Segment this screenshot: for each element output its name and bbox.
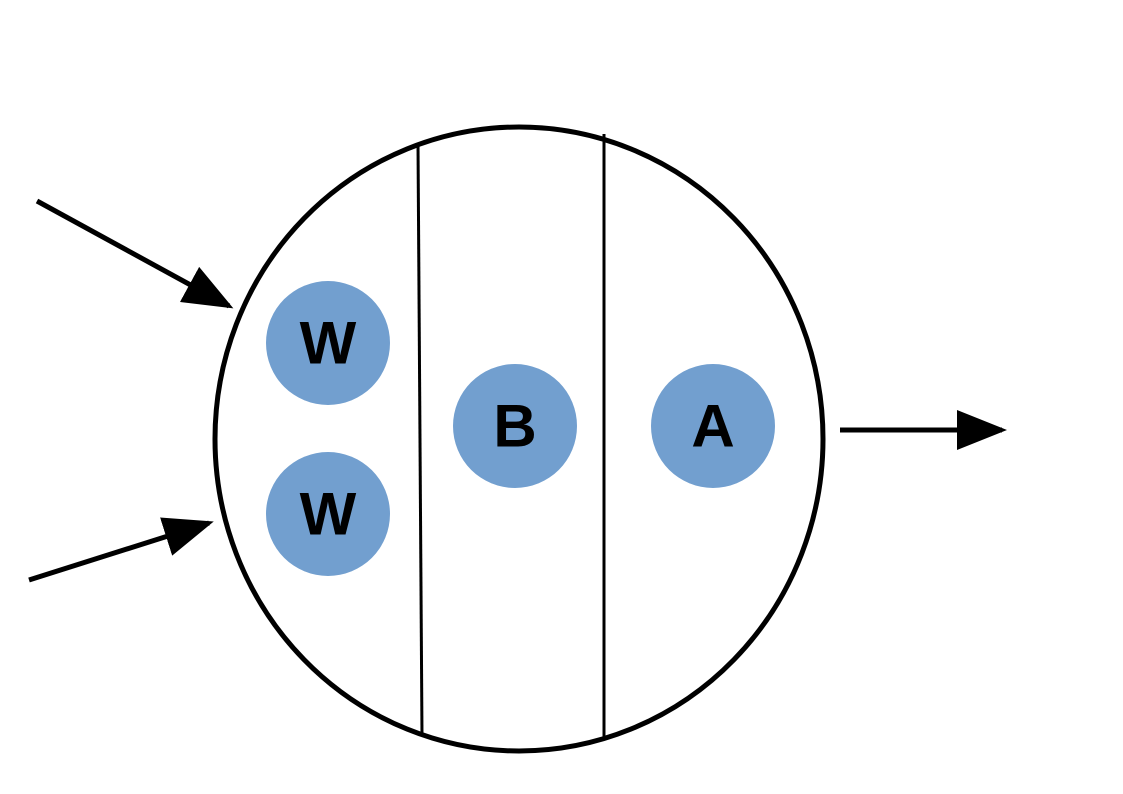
node-a-label: A [691, 393, 734, 460]
node-b: B [453, 364, 577, 488]
node-b-circle [453, 364, 577, 488]
outer-circle [212, 124, 826, 754]
node-w-bottom: W [266, 452, 390, 576]
node-b-label: B [493, 393, 536, 460]
divider-left [416, 143, 424, 737]
node-w-bottom-label: W [300, 481, 357, 548]
node-w-top-label: W [300, 310, 357, 377]
input-arrow-bottom [28, 517, 214, 583]
input-arrow-top [35, 198, 234, 309]
node-w-top: W [266, 281, 390, 405]
node-w-top-circle [266, 281, 390, 405]
node-a: A [651, 364, 775, 488]
node-a-circle [651, 364, 775, 488]
node-w-bottom-circle [266, 452, 390, 576]
